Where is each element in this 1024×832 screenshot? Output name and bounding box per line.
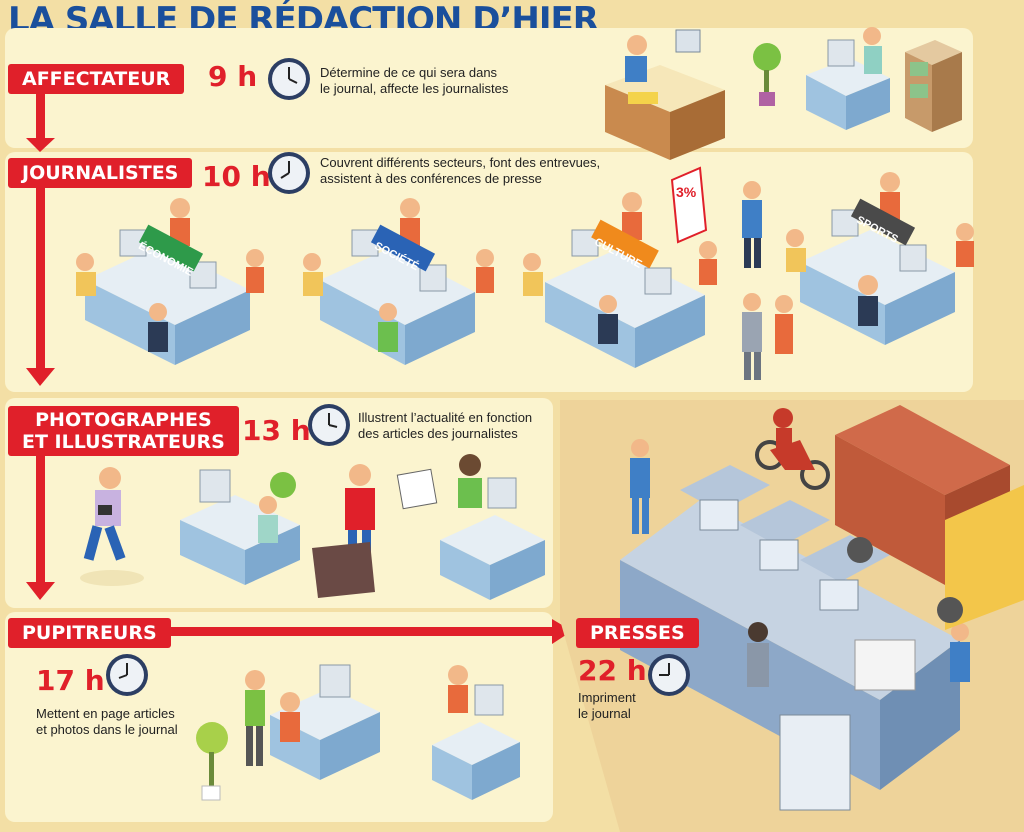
tag-journalistes: JOURNALISTES: [8, 158, 193, 188]
motorcycle: [755, 408, 830, 490]
plant: [753, 43, 781, 106]
clock-icon: [106, 654, 148, 696]
desc-pupitreurs: Mettent en page articles et photos dans …: [36, 706, 178, 737]
bookshelf: [905, 40, 962, 132]
journalist-cluster-2: [303, 198, 494, 365]
press-workers: [630, 439, 970, 687]
tag-pupitreurs: PUPITREURS: [8, 618, 171, 648]
presenter: [670, 166, 762, 268]
headphone-worker: [440, 454, 545, 600]
time-journalistes: 10 h: [202, 160, 271, 193]
clock-icon: [268, 58, 310, 100]
artist-with-chart: [312, 464, 438, 598]
time-photographes: 13 h: [242, 414, 311, 447]
flow-arrows: [26, 90, 572, 644]
delivery-truck: [835, 405, 1024, 630]
clock-icon: [648, 654, 690, 696]
desc-presses: Impriment le journal: [578, 690, 636, 721]
time-presses: 22 h: [578, 654, 647, 687]
pupitreurs-desk: [245, 664, 380, 780]
journalist-cluster-1: [76, 198, 264, 365]
journalist-cluster-3: [523, 192, 717, 368]
desc-journalistes: Couvrent différents secteurs, font des e…: [320, 155, 601, 186]
tag-photographes: PHOTOGRAPHES ET ILLUSTRATEURS: [8, 406, 239, 456]
clock-icon: [268, 152, 310, 194]
chart-sign-label: 3%: [676, 184, 697, 200]
photographer: [80, 467, 144, 586]
illustrator-desk: [180, 469, 300, 585]
tag-affectateur: AFFECTATEUR: [8, 64, 185, 94]
pupitreur-worker: [432, 665, 520, 800]
desc-affectateur: Détermine de ce qui sera dans le journal…: [320, 65, 509, 96]
time-pupitreurs: 17 h: [36, 664, 105, 697]
journalist-cluster-4: [786, 172, 974, 345]
time-affectateur: 9 h: [208, 60, 258, 93]
standing-people: [742, 293, 793, 380]
affectateur-desk: [605, 29, 725, 160]
computer-desk-top: [806, 27, 890, 130]
plant-bottom: [196, 722, 228, 801]
clock-icon: [308, 404, 350, 446]
desc-photographes: Illustrent l’actualité en fonction des a…: [358, 410, 533, 441]
tag-presses: PRESSES: [576, 618, 699, 648]
section-signs: [138, 198, 916, 272]
